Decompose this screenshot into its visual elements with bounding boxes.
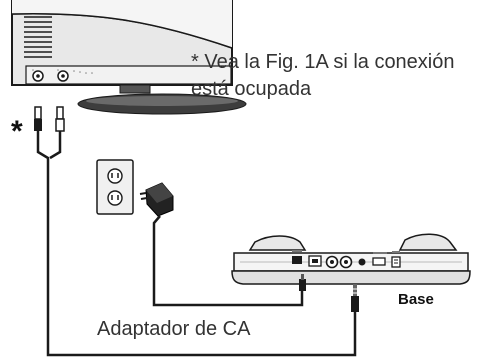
tv-stand: [119, 84, 151, 94]
tv-audio-jack-right: [57, 70, 69, 82]
ac-adapter-icon: [139, 182, 174, 217]
rca-plugs: [34, 106, 65, 132]
base-label: Base: [398, 291, 434, 308]
note-asterisk: *: [11, 115, 23, 148]
base-unit: [231, 233, 471, 285]
tv: [11, 0, 247, 115]
wall-outlet-icon: [96, 159, 134, 215]
power-cable: [152, 215, 304, 307]
audio-cable: [36, 131, 357, 357]
tv-top-shade: [12, 0, 232, 48]
tv-vent-grille: [24, 16, 52, 58]
note-text-line2: está ocupada: [191, 78, 312, 100]
power-plug: [299, 274, 306, 291]
audio-plug: [351, 284, 359, 312]
tv-audio-jack-left: [32, 70, 44, 82]
note-text-line1: * Vea la Fig. 1A si la conexión: [191, 51, 455, 73]
tv-rear-panel: [25, 65, 232, 85]
ac-adapter-label: Adaptador de CA: [97, 318, 251, 340]
